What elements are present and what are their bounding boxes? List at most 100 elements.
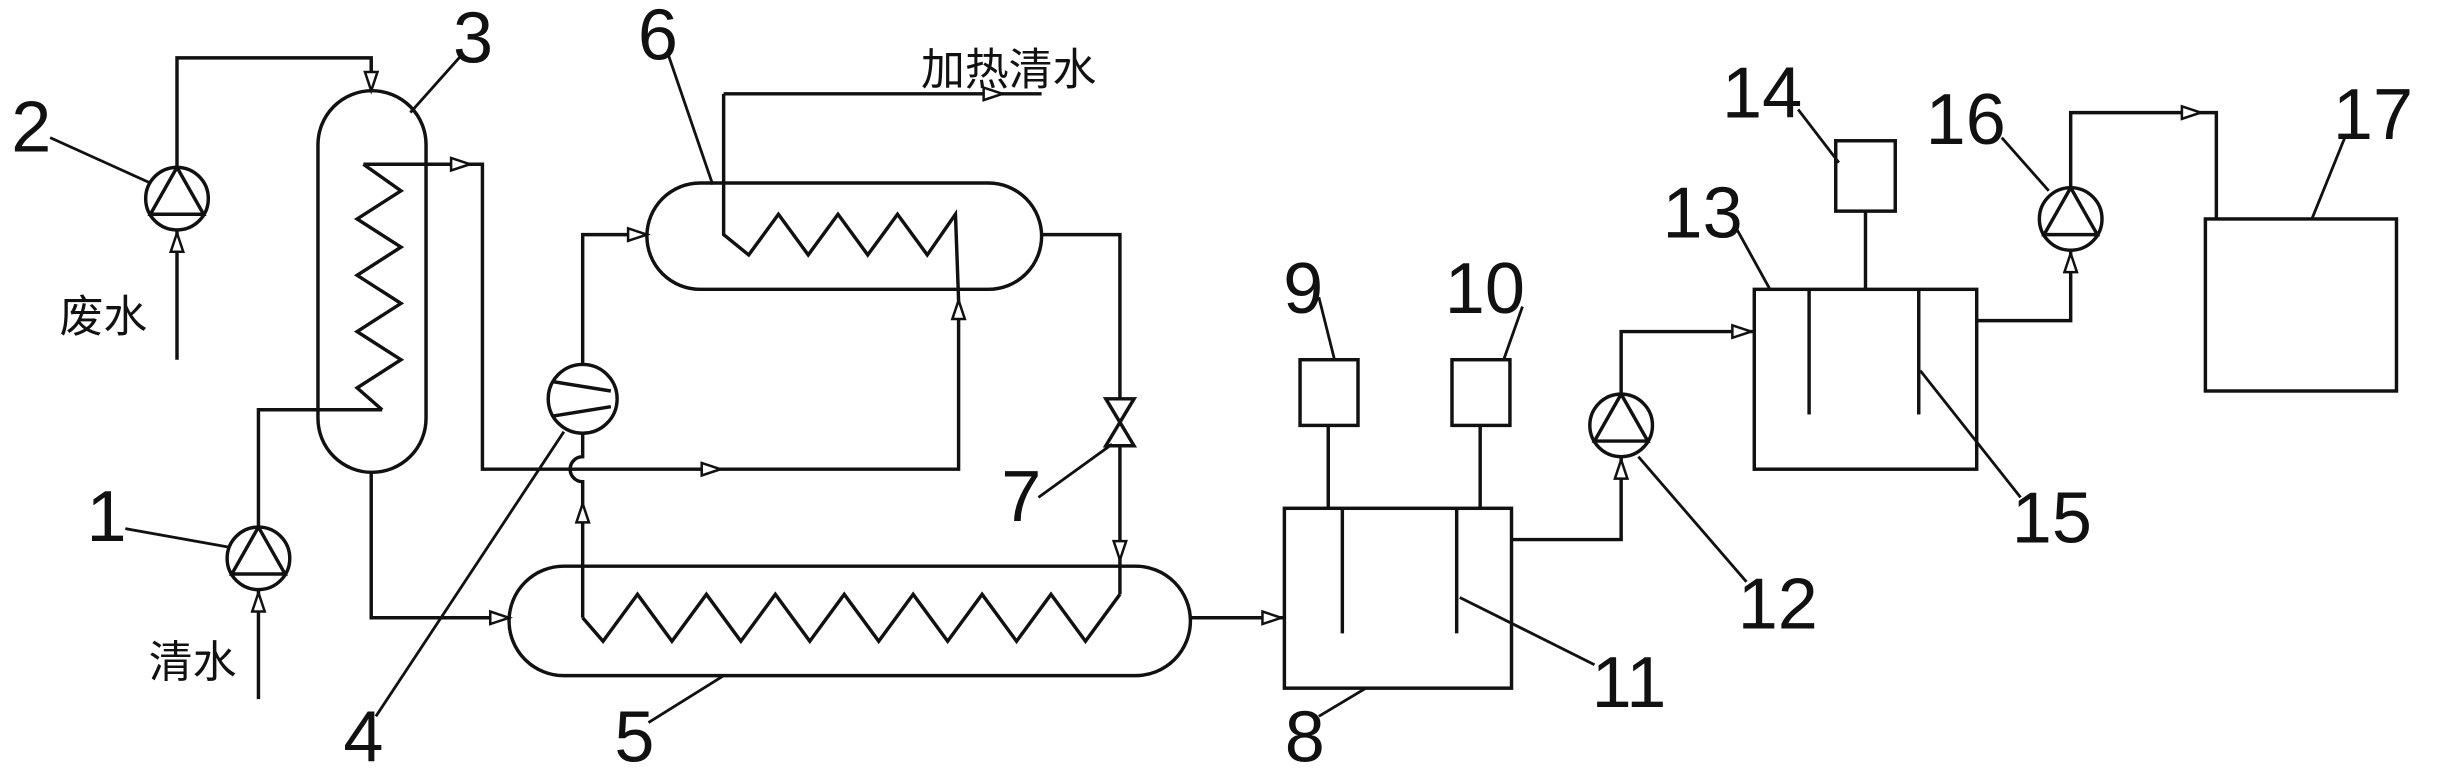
leader-line-9 xyxy=(1317,296,1336,361)
heat-exchanger-5-coil xyxy=(581,591,1122,645)
leader-line-6 xyxy=(667,55,715,186)
heat-exchanger-6 xyxy=(645,93,1044,301)
tank-8 xyxy=(1282,506,1514,690)
pump-16 xyxy=(2037,184,2104,252)
leader-line-3 xyxy=(409,55,462,114)
flow-arrow-right-icon xyxy=(626,226,651,243)
flow-arrow-right-icon xyxy=(489,609,514,626)
leader-line-1 xyxy=(125,527,231,549)
heat-exchanger-6-outlet-pipe xyxy=(1041,232,1122,399)
pump-12-outlet-pipe xyxy=(1619,329,1755,395)
leader-line-2 xyxy=(49,136,151,185)
leader-line-16 xyxy=(2000,136,2050,192)
label-15: 15 xyxy=(2012,479,2092,559)
flow-arrow-up-icon xyxy=(2062,249,2079,274)
pump-12-triangle-icon xyxy=(1591,390,1651,443)
flow-arrow-down-icon xyxy=(363,70,380,95)
flow-arrow-up-icon xyxy=(250,588,267,613)
flow-arrow-up-icon xyxy=(168,229,185,254)
column-3-shell xyxy=(316,88,428,475)
label-14: 14 xyxy=(1722,53,1802,133)
label-12: 12 xyxy=(1738,565,1818,645)
device-9 xyxy=(1298,357,1360,428)
label-6: 6 xyxy=(638,0,678,75)
leader-line-12 xyxy=(1637,455,1748,583)
leader-line-10 xyxy=(1502,306,1524,361)
pump-16-triangle-icon xyxy=(2041,184,2101,237)
leader-line-13 xyxy=(1734,226,1772,291)
compressor-discharge-pipe xyxy=(580,232,647,365)
pump-2-triangle-icon xyxy=(147,163,207,216)
tank-13-outlet-pipe xyxy=(1976,250,2073,323)
compressor-4-line-icon xyxy=(552,404,612,418)
label-5: 5 xyxy=(614,698,654,778)
reference-numerals: 1 2 3 4 5 6 7 8 9 10 11 12 13 14 15 16 1… xyxy=(11,0,2413,778)
flow-arrow-right-icon xyxy=(2180,104,2205,121)
column-3-coil xyxy=(353,162,405,412)
leader-line-5 xyxy=(647,674,725,724)
compressor-suction-pipe xyxy=(568,433,585,618)
compressor-4 xyxy=(546,362,619,435)
valve-7 xyxy=(1102,397,1138,448)
pump-2 xyxy=(143,163,211,232)
tank-13-body xyxy=(1752,287,1979,471)
flow-arrow-down-icon xyxy=(1111,539,1128,564)
pump-1-triangle-icon xyxy=(228,523,289,576)
pump-1-body xyxy=(225,525,292,592)
label-9: 9 xyxy=(1283,249,1323,329)
column-3-bottom-outlet-pipe xyxy=(369,472,510,620)
pump-16-body xyxy=(2037,185,2104,252)
device-14 xyxy=(1834,139,1897,213)
heat-exchanger-6-coil xyxy=(721,93,961,301)
label-3: 3 xyxy=(453,0,493,79)
leader-line-7 xyxy=(1037,443,1113,499)
leader-line-15 xyxy=(1919,369,2022,499)
flow-arrow-right-icon xyxy=(1731,323,1756,340)
label-8: 8 xyxy=(1285,698,1325,778)
tank-17 xyxy=(2203,217,2399,393)
pump-1 xyxy=(225,523,292,592)
label-11: 11 xyxy=(1592,643,1667,723)
label-2: 2 xyxy=(11,88,51,168)
heat-exchanger-5-shell xyxy=(507,564,1193,678)
flow-arrow-right-icon xyxy=(982,85,1007,102)
flow-arrow-up-icon xyxy=(950,296,967,321)
heat-exchanger-5 xyxy=(507,564,1193,678)
compressor-4-body xyxy=(546,362,619,435)
leader-lines xyxy=(49,55,2347,724)
flow-arrow-right-icon xyxy=(700,461,725,478)
pump-12 xyxy=(1588,390,1655,459)
column-3 xyxy=(316,88,428,475)
label-16: 16 xyxy=(1926,80,2006,160)
tank-13 xyxy=(1752,287,1979,471)
heated-water-label: 加热清水 xyxy=(921,44,1096,95)
flow-arrow-up-icon xyxy=(1613,455,1630,480)
flow-arrow-right-icon xyxy=(1261,609,1286,626)
label-13: 13 xyxy=(1663,174,1743,254)
leader-line-14 xyxy=(1797,108,1840,164)
pump-1-outlet-pipe xyxy=(256,408,383,528)
label-7: 7 xyxy=(1001,457,1041,537)
pump-12-body xyxy=(1588,392,1655,459)
device-10 xyxy=(1450,357,1512,428)
tank-8-body xyxy=(1282,506,1514,690)
preheated-water-pipe xyxy=(363,162,961,471)
pump-2-body xyxy=(143,165,211,232)
leader-line-4 xyxy=(374,430,566,718)
label-4: 4 xyxy=(343,698,383,778)
label-17: 17 xyxy=(2333,75,2413,155)
pump-2-outlet-pipe xyxy=(175,56,373,168)
leader-line-8 xyxy=(1318,686,1367,718)
tank-8-outlet-pipe xyxy=(1511,456,1623,542)
waste-water-label: 废水 xyxy=(60,292,148,343)
leader-line-17 xyxy=(2310,137,2347,220)
label-1: 1 xyxy=(86,477,126,557)
compressor-4-line-icon xyxy=(552,379,612,393)
leader-line-11 xyxy=(1459,596,1596,666)
label-10: 10 xyxy=(1445,249,1525,329)
pump-16-outlet-pipe xyxy=(2068,110,2219,219)
flow-arrow-right-icon xyxy=(449,156,474,173)
heat-exchanger-6-shell xyxy=(645,181,1044,292)
clean-water-label: 清水 xyxy=(149,637,237,688)
